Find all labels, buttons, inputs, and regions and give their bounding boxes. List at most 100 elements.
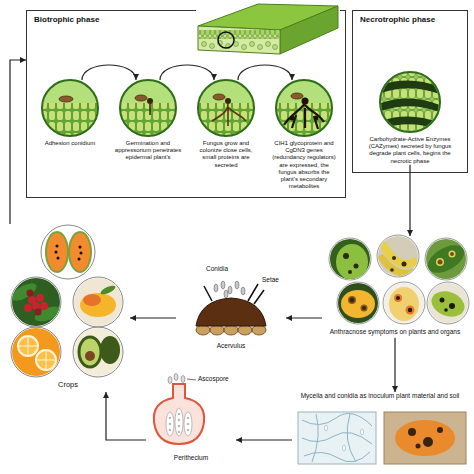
symptom-photos [390, 268, 394, 272]
perithecium-illustration [169, 413, 190, 434]
acervulus-illustration [241, 287, 245, 295]
stage-illustration [40, 80, 334, 143]
symptom-photos [449, 251, 456, 258]
symptom-photos [406, 306, 415, 315]
leaf-section [280, 6, 338, 54]
perithecium-illustration [168, 374, 185, 384]
leaf-section [210, 44, 215, 49]
part-label: Ascospore [198, 375, 229, 383]
stage-circle: Adhesion conidium [34, 80, 106, 147]
flow-line [238, 65, 292, 80]
symptom-photos [424, 237, 468, 281]
flow-arrow [82, 65, 139, 80]
symptom-photos [350, 298, 355, 303]
symptom-photos [329, 238, 371, 280]
leaf-section [199, 30, 279, 39]
acervulus-illustration [235, 281, 239, 289]
stage-caption: Carbohydrate-Active Enzymes (CAZymes) se… [366, 136, 454, 165]
stage-circle: Germination and appressorium penetrates … [112, 80, 184, 162]
symptom-photos [362, 306, 366, 310]
crop-photos [36, 294, 44, 302]
perithecium-illustration [166, 408, 192, 436]
perithecium-illustration [169, 429, 172, 432]
arrow-head [103, 392, 109, 398]
perithecium-illustration [154, 384, 204, 444]
inoculum-photos [298, 412, 466, 464]
crop-photos [100, 336, 120, 364]
flow-line [130, 317, 176, 318]
crop-photos [79, 337, 101, 367]
leaf-section [273, 45, 278, 50]
flow-line [394, 338, 395, 392]
leaf-section [202, 42, 207, 47]
crop-photos [80, 252, 83, 255]
stage-illustration [120, 80, 176, 136]
necrotrophic-illustration [378, 72, 442, 132]
acervulus-illustration [221, 281, 225, 289]
flow-arrow [236, 437, 292, 443]
stage-circle: CIH1 glycoprotein and CgDN3 genes (redun… [268, 80, 340, 190]
stage-illustration [225, 98, 231, 104]
perithecium-illustration [178, 425, 181, 428]
leaf-section [242, 45, 247, 50]
stage-illustration [59, 96, 73, 102]
stage-illustration [198, 80, 254, 136]
stage-illustration [42, 80, 98, 136]
symptom-photos [328, 237, 372, 281]
stage-illustration [291, 93, 303, 99]
symptom-photos [449, 303, 455, 309]
symptom-photos [361, 305, 368, 312]
crop-photos [80, 293, 116, 317]
crop-photos [40, 224, 96, 280]
flow-line [10, 60, 26, 224]
inoculum-photos [361, 429, 364, 435]
phase-panel: Biotrophic phaseAdhesion conidiumGermina… [26, 10, 346, 198]
crop-photos [56, 245, 59, 248]
arrow-head [286, 315, 292, 321]
cluster-caption: Crops [8, 380, 128, 389]
inoculum-photos [408, 427, 443, 449]
perithecium-illustration [166, 412, 174, 436]
arrow-head [133, 74, 139, 80]
arrow-head [211, 74, 217, 80]
perithecium-illustration [154, 374, 204, 445]
flow-arrow [130, 315, 176, 321]
acervulus-figure: Acervulus [176, 262, 286, 352]
stage-illustration [135, 95, 147, 101]
perithecium-illustration [174, 374, 178, 381]
acervulus-illustration [228, 286, 232, 294]
acervulus-illustration [214, 284, 218, 292]
symptom-photos [444, 308, 448, 312]
flow-line [106, 392, 146, 440]
crop-photos [27, 290, 34, 297]
inoculum-photos [325, 425, 328, 431]
inoculum-photos [384, 412, 466, 464]
perithecium-figure: Perithecium [146, 380, 236, 464]
perithecium-illustration [187, 379, 196, 380]
symptom-photos [425, 238, 467, 280]
crop-photos [35, 309, 42, 316]
figure-caption: Perithecium [148, 454, 234, 462]
perithecium-illustration [181, 376, 185, 383]
symptom-photos [392, 256, 396, 260]
crop-photos [9, 224, 124, 378]
symptom-photos [348, 296, 356, 304]
crop-photos [72, 326, 124, 378]
crop-photos [10, 326, 62, 378]
perithecium-illustration [169, 423, 172, 426]
leaf-section [198, 4, 338, 54]
flow-arrow [160, 65, 217, 80]
arrow-head [407, 230, 413, 236]
phase-panel: Necrotrophic phaseCarbohydrate-Active En… [352, 10, 468, 173]
symptom-photos [328, 237, 372, 281]
part-label: Setae [262, 276, 279, 284]
necrotrophic-illustration [380, 72, 440, 132]
perithecium-illustration [175, 408, 183, 436]
symptom-photos [376, 234, 420, 278]
perithecium-illustration [178, 419, 181, 422]
crop-photos [11, 327, 61, 377]
perithecium-illustration [187, 423, 190, 426]
perithecium-illustration [168, 377, 172, 384]
acervulus-illustration [196, 281, 266, 335]
